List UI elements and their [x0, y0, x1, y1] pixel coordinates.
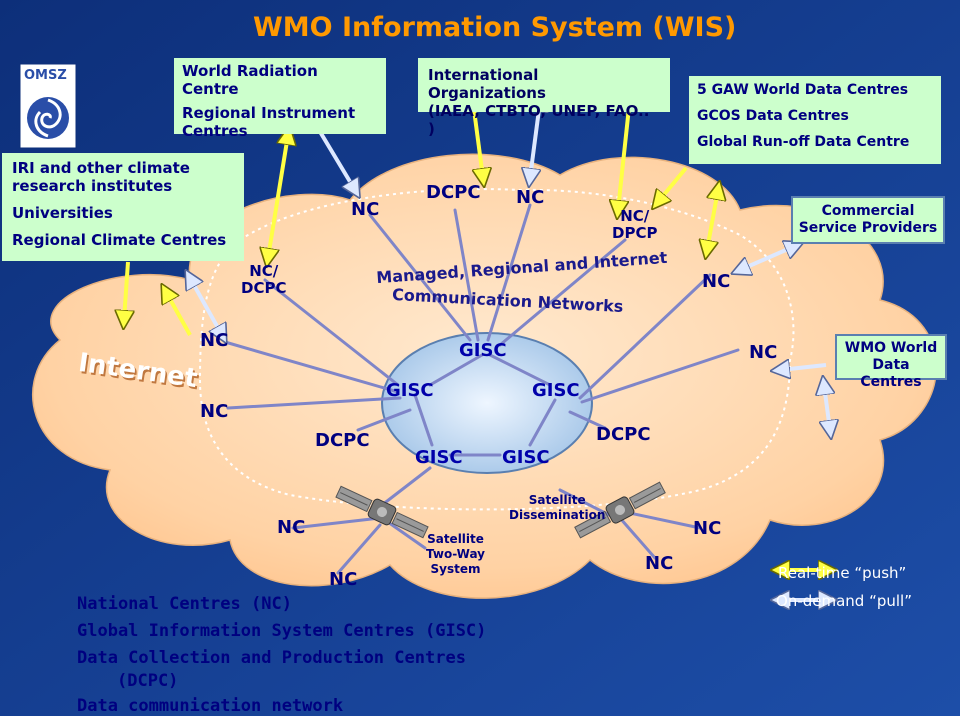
node-dcpc-right: DCPC — [596, 424, 651, 445]
node-nc-dcpc-line1: NC/ — [249, 262, 279, 280]
network-border — [198, 188, 795, 511]
box-intl-line1: International Organizations — [428, 66, 546, 102]
sat-two-way-line3: System — [430, 562, 481, 576]
sat-dissem-line1: Satellite — [528, 493, 586, 507]
satellite-two-way-label: Satellite Two-Way System — [426, 532, 485, 577]
box-wmo-line2: Data Centres — [860, 356, 922, 390]
box-gaw-data-centres: 5 GAW World Data Centres GCOS Data Centr… — [689, 76, 941, 164]
box-radiation-line2: Regional Instrument — [182, 104, 356, 122]
box-gaw-line1: 5 GAW World Data Centres — [697, 82, 909, 98]
node-nc-top: NC — [516, 187, 545, 208]
box-commercial-line2: Service Providers — [798, 219, 938, 236]
box-wmo-world-data-centres: WMO World Data Centres — [835, 334, 947, 390]
node-nc-bottom-3: NC — [645, 553, 674, 574]
legend-nc: National Centres (NC) — [77, 594, 292, 614]
box-radiation-line1: World Radiation Centre — [182, 62, 318, 98]
node-nc-left-2: NC — [200, 401, 229, 422]
node-nc-dpcp-line2: DPCP — [612, 223, 658, 242]
gisc-right: GISC — [532, 380, 580, 401]
node-nc-left-1: NC — [200, 330, 229, 351]
sat-two-way-line2: Two-Way — [426, 547, 485, 561]
legend-dcpc: Data Collection and Production Centres — [77, 648, 466, 668]
box-iri-line4: Regional Climate Centres — [12, 231, 227, 249]
node-nc-right-mid: NC — [749, 342, 778, 363]
node-nc-dcpc-left: NC/ DCPC — [241, 263, 286, 296]
box-iri-line1: IRI and other climate — [12, 159, 190, 177]
node-dcpc-left: DCPC — [315, 430, 370, 451]
node-nc-dpcp-line1: NC/ — [620, 207, 650, 225]
box-commercial-line1: Commercial — [821, 203, 915, 219]
page-title: WMO Information System (WIS) — [253, 12, 737, 43]
node-dcpc-top: DCPC — [426, 182, 481, 203]
gisc-left: GISC — [386, 380, 434, 401]
box-international-orgs: International Organizations (IAEA, CTBTO… — [418, 58, 670, 138]
omsz-logo — [19, 63, 77, 149]
legend-gisc: Global Information System Centres (GISC) — [77, 621, 487, 641]
legend-pull-label: On-demand “pull” — [776, 592, 912, 610]
sat-two-way-line1: Satellite — [427, 532, 484, 546]
satellite-dissemination-label: Satellite Dissemination — [509, 493, 605, 523]
node-nc-bottom-4: NC — [693, 518, 722, 539]
sat-dissem-line2: Dissemination — [509, 508, 606, 522]
satellite-icon-dissemination — [574, 481, 666, 539]
box-iri-line2: research institutes — [12, 177, 173, 195]
node-nc-dpcp: NC/ DPCP — [612, 208, 657, 241]
box-iri-universities: IRI and other climate research institute… — [2, 153, 244, 261]
node-nc-dcpc-line2: DCPC — [241, 278, 287, 297]
box-intl-line2: (IAEA, CTBTO, UNEP, FAO.. ) — [428, 102, 650, 138]
box-commercial-providers: Commercial Service Providers — [791, 196, 945, 244]
box-gaw-line2: GCOS Data Centres — [697, 107, 849, 124]
omsz-logo-text: OMSZ — [24, 68, 67, 83]
legend-dcpc-abbr: (DCPC) — [117, 671, 179, 691]
box-wmo-line1: WMO World — [844, 340, 938, 356]
gisc-top: GISC — [459, 340, 507, 361]
gisc-ring — [381, 332, 593, 474]
node-nc-bottom-2: NC — [329, 569, 358, 590]
node-nc-right-upper: NC — [702, 271, 731, 292]
legend-push-label: Real-time “push” — [778, 564, 907, 582]
box-radiation-centres: World Radiation Centre Regional Instrume… — [174, 58, 386, 140]
gisc-bottom-right: GISC — [502, 447, 550, 468]
satellite-icon-two-way — [335, 485, 429, 539]
node-nc-top-left: NC — [351, 199, 380, 220]
legend-network: Data communication network — [77, 696, 344, 716]
node-nc-bottom-1: NC — [277, 517, 306, 538]
box-gaw-line3: Global Run-off Data Centre — [697, 133, 910, 150]
gisc-bottom-left: GISC — [415, 447, 463, 468]
box-iri-line3: Universities — [12, 204, 113, 222]
box-radiation-line3: Centres — [182, 122, 248, 140]
